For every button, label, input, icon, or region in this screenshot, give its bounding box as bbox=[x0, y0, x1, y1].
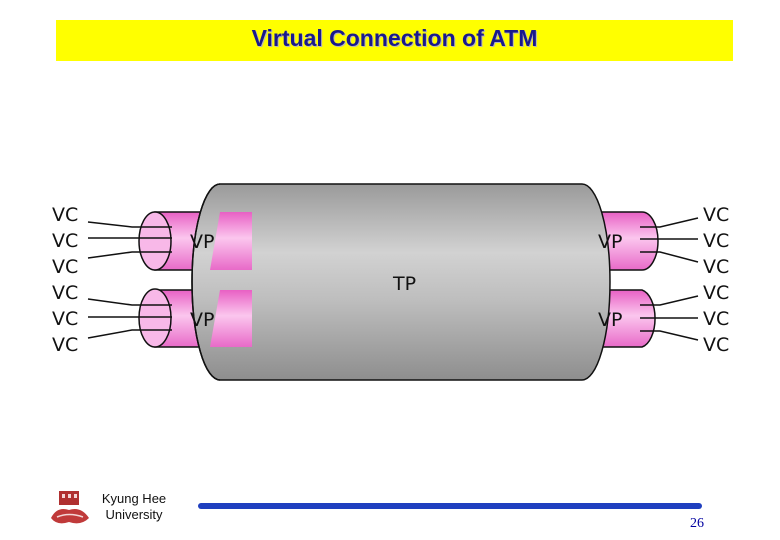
vp-label-top-right: VP bbox=[598, 231, 622, 253]
left-vc-wires bbox=[87, 221, 172, 339]
vp-label-bottom-left: VP bbox=[190, 309, 214, 331]
vc-label-left: VC bbox=[52, 204, 78, 226]
vc-label-right: VC bbox=[703, 334, 729, 356]
vc-label-left: VC bbox=[52, 256, 78, 278]
vc-label-right: VC bbox=[703, 308, 729, 330]
university-logo bbox=[51, 491, 89, 524]
title-bar: Virtual Connection of ATM bbox=[56, 20, 733, 61]
vc-label-left: VC bbox=[52, 282, 78, 304]
vp-label-bottom-right: VP bbox=[598, 309, 622, 331]
right-vc-wires bbox=[640, 217, 699, 341]
vp-top-left-overlap bbox=[210, 212, 252, 270]
vc-label-right: VC bbox=[703, 230, 729, 252]
vc-label-right: VC bbox=[703, 204, 729, 226]
footer-divider bbox=[198, 503, 702, 509]
university-name-line2: University bbox=[105, 507, 163, 522]
vc-label-right: VC bbox=[703, 282, 729, 304]
page-number: 26 bbox=[690, 516, 704, 531]
university-name: Kyung Hee University bbox=[98, 491, 170, 523]
vc-label-left: VC bbox=[52, 334, 78, 356]
university-name-line1: Kyung Hee bbox=[101, 491, 167, 506]
vc-label-left: VC bbox=[52, 230, 78, 252]
vp-label-top-left: VP bbox=[190, 231, 214, 253]
slide-title: Virtual Connection of ATM bbox=[251, 25, 538, 51]
vc-label-left: VC bbox=[52, 308, 78, 330]
tp-label: TP bbox=[392, 273, 416, 295]
vc-label-right: VC bbox=[703, 256, 729, 278]
tp-cylinder bbox=[191, 183, 611, 381]
vp-bottom-left-overlap bbox=[210, 290, 252, 347]
